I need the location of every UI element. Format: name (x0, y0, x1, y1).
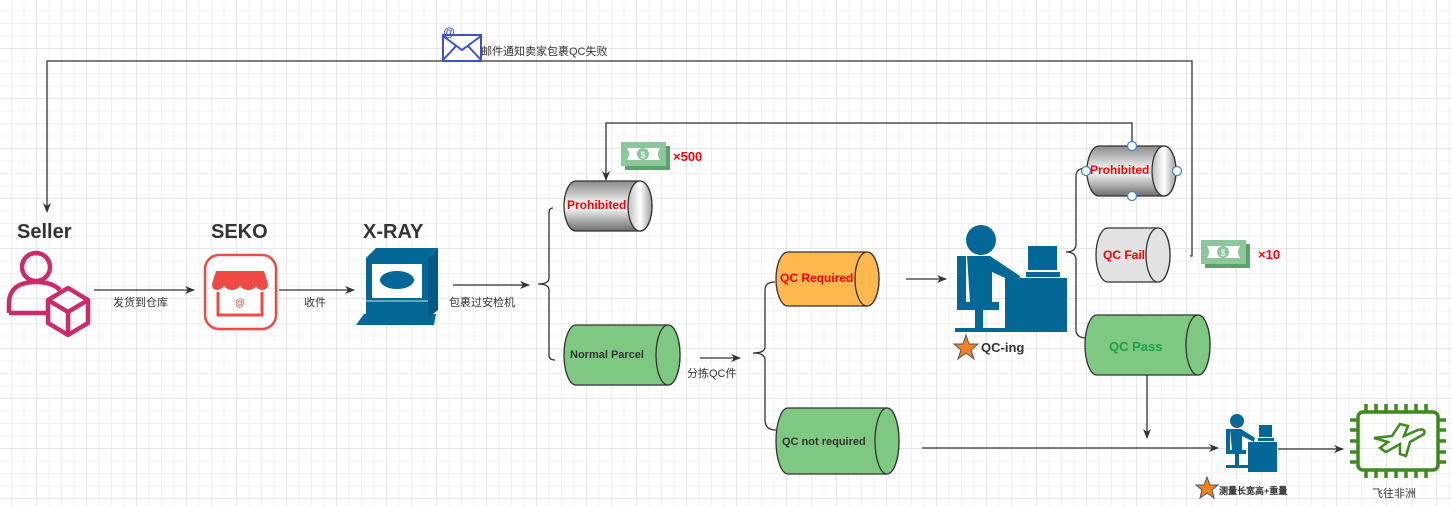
cylinder-prohibited-left[interactable] (563, 180, 653, 232)
label-prohibited-left: Prohibited (567, 198, 627, 212)
label-qc-required: QC Required (780, 271, 854, 285)
edge-label-sort: 分拣QC件 (687, 368, 737, 380)
svg-text:@: @ (443, 25, 455, 39)
worker-at-desk-icon (955, 225, 1067, 332)
label-qc-fail: QC Fail (1103, 248, 1146, 262)
xray-title: X-RAY (363, 221, 424, 243)
brace-qc-split (752, 281, 777, 431)
seko-title: SEKO (211, 221, 268, 243)
label-qc-pass: QC Pass (1109, 339, 1163, 354)
label-prohibited-right: Prohibited (1090, 163, 1150, 177)
label-qc-not-required: QC not required (782, 436, 866, 448)
star-icon (1194, 475, 1220, 500)
fine-qc-fail: ×10 (1258, 247, 1281, 262)
seller-package-icon (6, 250, 91, 338)
svg-text:$: $ (1220, 248, 1225, 258)
label-measure: 测量长宽高+重量 (1219, 486, 1288, 496)
cylinder-qc-fail[interactable] (1095, 227, 1171, 283)
brace-qc-result (1065, 167, 1088, 339)
star-icon (952, 333, 980, 361)
seller-title: Seller (17, 221, 72, 243)
cylinder-prohibited-right[interactable] (1080, 140, 1183, 202)
label-normal-parcel: Normal Parcel (570, 349, 644, 361)
cylinder-normal-parcel[interactable] (563, 324, 681, 386)
storefront-icon: @ (203, 253, 278, 331)
email-icon: @ (442, 25, 482, 62)
brace-xray-split (537, 207, 556, 361)
cylinder-qc-required[interactable] (775, 251, 880, 307)
edge-email-feedback (43, 60, 1193, 257)
edge-label-xray: 包裹过安检机 (449, 297, 515, 309)
edge-label-ship: 发货到仓库 (113, 297, 168, 309)
edge-label-receive: 收件 (304, 297, 326, 309)
worker-at-desk-icon (1226, 414, 1277, 472)
fine-prohibited: ×500 (673, 149, 703, 164)
label-qc-ing: QC-ing (981, 340, 1025, 355)
svg-text:@: @ (235, 298, 245, 309)
cylinder-qc-not-required[interactable] (775, 407, 900, 475)
edge-label-email: 邮件通知卖家包裹QC失败 (481, 46, 608, 58)
money-icon: $ (621, 142, 670, 170)
xray-computer-icon (356, 248, 438, 325)
svg-text:$: $ (640, 150, 645, 160)
airplane-chip-icon (1350, 404, 1446, 478)
money-icon: $ (1201, 240, 1250, 268)
edge-prohibited-feedback (602, 122, 1133, 181)
label-fly: 飞往非洲 (1372, 488, 1416, 500)
cylinder-qc-pass[interactable] (1084, 314, 1211, 376)
